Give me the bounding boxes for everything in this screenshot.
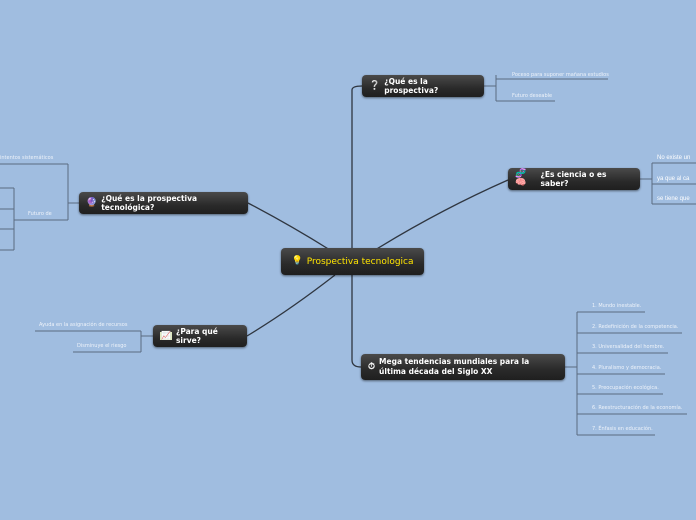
leaf-item[interactable]: intentos sistemáticos (0, 155, 54, 161)
lightbulb-icon: 💡 (291, 256, 303, 266)
leaf-item[interactable]: Disminuye el riesgo (77, 343, 127, 349)
central-topic-label: Prospectiva tecnologica (306, 256, 414, 267)
topic-label: ¿Qué es la prospectiva tecnológica? (101, 194, 198, 212)
topic-label: Mega tendencias mundiales para la última… (379, 357, 530, 376)
leaf-item[interactable]: 6. Reestructuración de la economía. (592, 405, 683, 411)
leaf-item[interactable]: 2. Redefinición de la competencia. (592, 324, 679, 330)
topic-label: ¿Para qué sirve? (175, 327, 218, 345)
leaf-item[interactable]: No existe un (657, 155, 691, 161)
central-topic[interactable]: 💡 Prospectiva tecnologica (281, 248, 424, 275)
question-icon: ❔ (369, 80, 381, 91)
topic-que-es-prospectiva[interactable]: ❔ ¿Qué es la prospectiva? (362, 75, 484, 97)
topic-para-que-sirve[interactable]: 📈 ¿Para qué sirve? (153, 325, 247, 347)
topic-prospectiva-tecnologica[interactable]: 🔮 ¿Qué es la prospectiva tecnológica? (79, 192, 248, 214)
leaf-item[interactable]: 3. Universalidad del hombre. (592, 344, 665, 350)
leaf-item[interactable]: 1. Mundo inestable. (592, 303, 642, 309)
leaf-item[interactable]: 4. Pluralismo y democracia. (592, 365, 662, 371)
leaf-item[interactable]: Futuro de (28, 211, 52, 217)
topic-label: ¿Es ciencia o es saber? (540, 170, 607, 188)
dna-brain-icon: 🧬🧠 (515, 169, 527, 188)
topic-mega-tendencias[interactable]: ⏱ Mega tendencias mundiales para la últi… (361, 354, 565, 380)
leaf-item[interactable]: 7. Énfasis en educación. (592, 426, 653, 432)
topic-label: ¿Qué es la prospectiva? (384, 77, 439, 95)
leaf-item[interactable]: 5. Preocupación ecológica. (592, 385, 659, 391)
leaf-item[interactable]: Poceso para suponer mañana estudios (512, 72, 609, 78)
leaf-item[interactable]: Ayuda en la asignación de recursos (39, 322, 128, 328)
topic-ciencia-o-saber[interactable]: 🧬🧠 ¿Es ciencia o es saber? (508, 168, 640, 190)
crystal-ball-icon: 🔮 (86, 197, 98, 208)
stopwatch-icon: ⏱ (368, 361, 376, 372)
leaf-item[interactable]: se tiene que (657, 196, 690, 202)
chart-icon: 📈 (160, 331, 172, 340)
leaf-item[interactable]: Futuro deseable (512, 93, 553, 99)
leaf-item[interactable]: ya que al ca (657, 176, 690, 182)
